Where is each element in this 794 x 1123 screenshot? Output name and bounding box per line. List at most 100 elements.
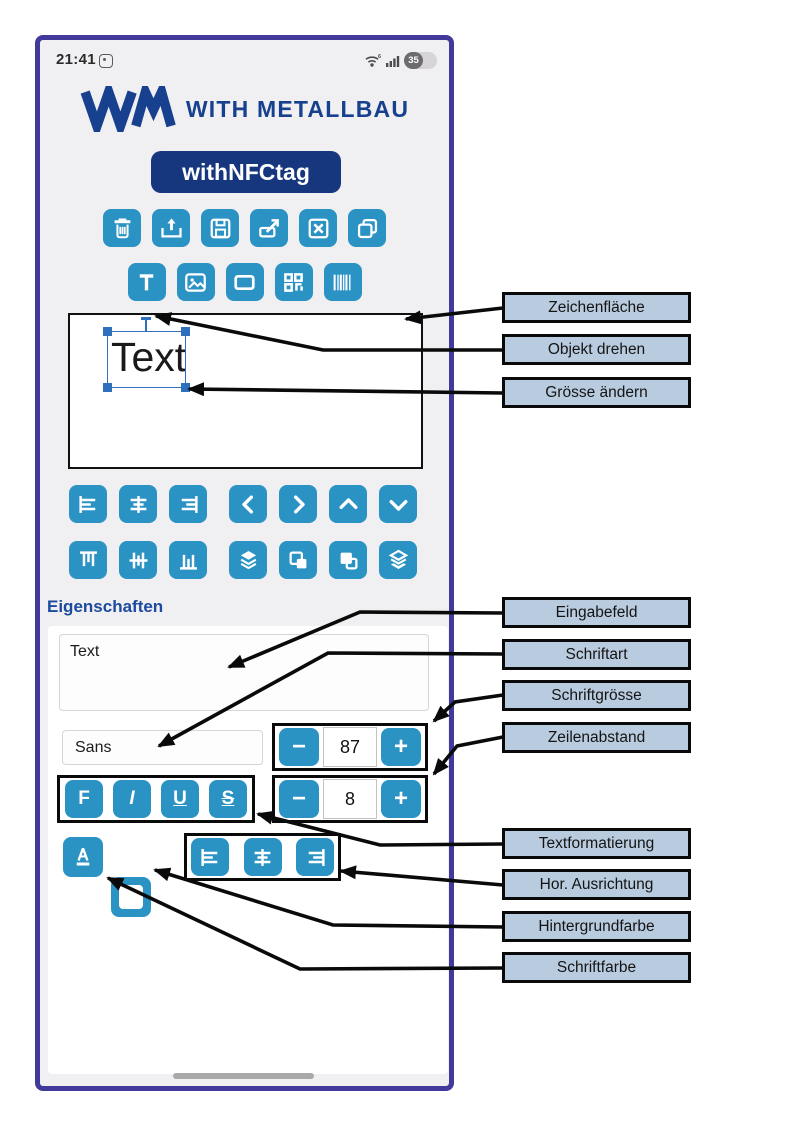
move-down-button[interactable] bbox=[379, 485, 417, 523]
align-middle-vertical-button[interactable] bbox=[119, 541, 157, 579]
align-right-icon bbox=[308, 848, 325, 866]
text-content-input[interactable]: Text bbox=[59, 634, 429, 711]
font-size-increase-button[interactable]: + bbox=[381, 728, 421, 766]
bold-button[interactable]: F bbox=[65, 780, 103, 818]
battery-level: 35 bbox=[404, 51, 423, 69]
resize-handle-bottom-left[interactable] bbox=[103, 383, 112, 392]
move-up-button[interactable] bbox=[329, 485, 367, 523]
qrcode-button[interactable] bbox=[274, 263, 313, 301]
font-color-icon bbox=[76, 847, 90, 866]
annotation-label-3: Grösse ändern bbox=[502, 377, 691, 408]
annotation-label-2: Objekt drehen bbox=[502, 334, 691, 365]
annotation-label-8: Textformatierung bbox=[502, 828, 691, 859]
selection-box[interactable] bbox=[107, 331, 186, 388]
italic-button[interactable]: I bbox=[113, 780, 151, 818]
svg-text:6: 6 bbox=[378, 54, 381, 60]
export-icon bbox=[258, 218, 279, 237]
annotation-label-11: Schriftfarbe bbox=[502, 952, 691, 983]
wm-logo-icon bbox=[80, 86, 176, 132]
send-to-back-button[interactable] bbox=[379, 541, 417, 579]
save-button[interactable] bbox=[201, 209, 239, 247]
align-center-horizontal-button[interactable] bbox=[243, 838, 282, 876]
text-format-group: F I U S bbox=[57, 775, 255, 823]
rectangle-button[interactable] bbox=[225, 263, 264, 301]
send-backward-button[interactable] bbox=[279, 541, 317, 579]
background-color-button[interactable] bbox=[111, 877, 151, 917]
save-icon bbox=[210, 218, 230, 238]
trash-icon bbox=[114, 217, 130, 238]
battery-icon: 35 bbox=[404, 51, 437, 69]
rotate-handle[interactable] bbox=[145, 319, 148, 332]
align-left-icon bbox=[78, 495, 95, 513]
move-down-icon bbox=[389, 499, 407, 511]
move-right-icon bbox=[293, 495, 305, 513]
align-left-button[interactable] bbox=[191, 838, 229, 876]
trash-button[interactable] bbox=[103, 209, 141, 247]
align-right-button[interactable] bbox=[169, 485, 207, 523]
line-spacing-increase-button[interactable]: + bbox=[381, 780, 421, 818]
align-right-icon bbox=[181, 495, 198, 513]
resize-handle-top-right[interactable] bbox=[181, 327, 190, 336]
bring-forward-icon bbox=[340, 552, 357, 569]
align-bottom-button[interactable] bbox=[169, 541, 207, 579]
export-button[interactable] bbox=[250, 209, 288, 247]
align-left-button[interactable] bbox=[69, 485, 107, 523]
align-center-horizontal-button[interactable] bbox=[119, 485, 157, 523]
app-title-button[interactable]: withNFCtag bbox=[151, 151, 341, 193]
import-icon bbox=[160, 217, 182, 237]
home-indicator[interactable] bbox=[173, 1073, 314, 1079]
duplicate-button[interactable] bbox=[348, 209, 386, 247]
brand-row: WITH METALLBAU bbox=[40, 86, 449, 132]
annotation-label-9: Hor. Ausrichtung bbox=[502, 869, 691, 900]
bring-forward-button[interactable] bbox=[329, 541, 367, 579]
properties-panel: Text − 87 + F I U S − 8 + bbox=[48, 626, 448, 1074]
screen-capture-icon bbox=[99, 54, 113, 68]
clear-button[interactable] bbox=[299, 209, 337, 247]
background-color-swatch bbox=[119, 885, 143, 909]
drawing-canvas[interactable]: Text bbox=[68, 313, 423, 469]
underline-button[interactable]: U bbox=[161, 780, 199, 818]
phone-frame: 21:41 6 35 WITH METALLBAU withNFCtag Te bbox=[35, 35, 454, 1091]
bring-to-front-button[interactable] bbox=[229, 541, 267, 579]
arrange-move-group bbox=[229, 485, 417, 523]
annotation-label-1: Zeichenfläche bbox=[502, 292, 691, 323]
align-left-icon bbox=[200, 848, 217, 866]
font-family-field[interactable] bbox=[62, 730, 263, 765]
annotation-label-7: Zeilenabstand bbox=[502, 722, 691, 753]
line-spacing-stepper: − 8 + bbox=[272, 775, 428, 823]
text-icon bbox=[139, 273, 154, 290]
font-size-decrease-button[interactable]: − bbox=[279, 728, 319, 766]
font-color-button[interactable] bbox=[63, 837, 103, 877]
align-top-button[interactable] bbox=[69, 541, 107, 579]
font-size-stepper: − 87 + bbox=[272, 723, 428, 771]
align-center-horizontal-icon bbox=[130, 495, 146, 513]
font-size-value: 87 bbox=[323, 727, 377, 767]
resize-handle-top-left[interactable] bbox=[103, 327, 112, 336]
annotation-label-10: Hintergrundfarbe bbox=[502, 911, 691, 942]
arrange-align-group bbox=[69, 485, 207, 523]
import-button[interactable] bbox=[152, 209, 190, 247]
status-time: 21:41 bbox=[56, 51, 96, 68]
align-center-horizontal-icon bbox=[254, 848, 271, 866]
line-spacing-decrease-button[interactable]: − bbox=[279, 780, 319, 818]
strikethrough-button[interactable]: S bbox=[209, 780, 247, 818]
align-middle-vertical-icon bbox=[129, 552, 147, 568]
resize-handle-bottom-right[interactable] bbox=[181, 383, 190, 392]
align-right-button[interactable] bbox=[296, 838, 334, 876]
toolbar-row-2 bbox=[40, 263, 449, 301]
annotation-label-4: Eingabefeld bbox=[502, 597, 691, 628]
duplicate-icon bbox=[357, 218, 377, 238]
cellular-signal-icon bbox=[386, 55, 400, 67]
rotate-handle-bar[interactable] bbox=[141, 317, 151, 320]
move-right-button[interactable] bbox=[279, 485, 317, 523]
text-button[interactable] bbox=[127, 263, 166, 301]
image-button[interactable] bbox=[176, 263, 215, 301]
barcode-button[interactable] bbox=[323, 263, 362, 301]
move-left-button[interactable] bbox=[229, 485, 267, 523]
properties-heading: Eigenschaften bbox=[47, 597, 164, 616]
line-spacing-value: 8 bbox=[323, 779, 377, 819]
status-icons: 6 35 bbox=[364, 50, 437, 70]
arrange-valign-group bbox=[69, 541, 207, 579]
barcode-icon bbox=[333, 274, 351, 290]
rectangle-icon bbox=[234, 274, 255, 290]
